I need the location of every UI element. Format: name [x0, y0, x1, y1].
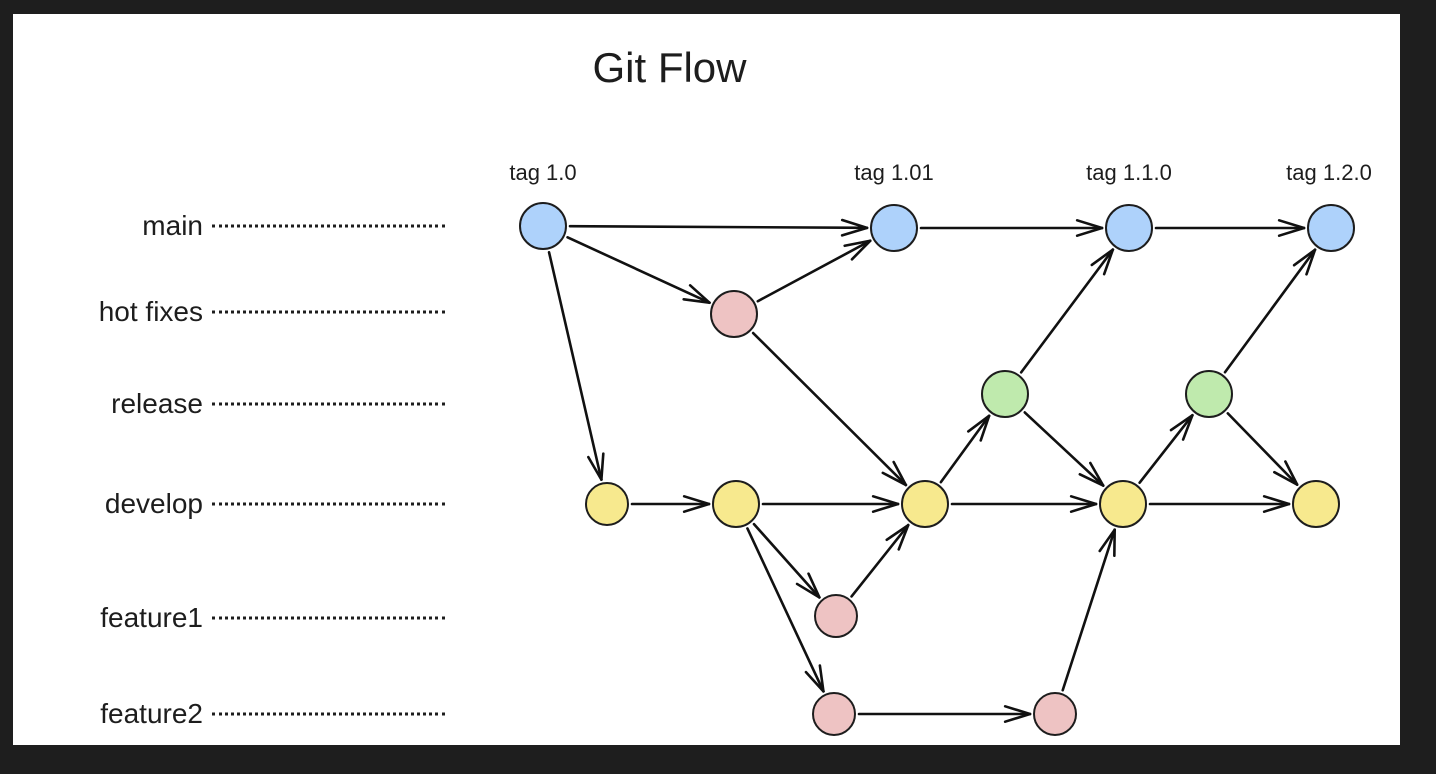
lane-dotted-line-hotfixes [212, 310, 445, 314]
tag-label-tag-1-1-0: tag 1.1.0 [1086, 160, 1172, 185]
lane-label-feature2: feature2 [100, 698, 203, 729]
edge-e-release2-main4 [1223, 248, 1317, 374]
commit-node-develop-5[interactable] [1292, 480, 1340, 528]
edge-e-feature2a-feature2b [857, 705, 1032, 723]
commit-node-develop-1[interactable] [585, 482, 629, 526]
tag-label-tag-1-2-0: tag 1.2.0 [1286, 160, 1372, 185]
edge-e-hotfix1-main2 [756, 239, 872, 303]
commit-node-main-2[interactable] [870, 204, 918, 252]
lane-dotted-line-develop [212, 502, 445, 506]
commit-node-feature2-1[interactable] [812, 692, 856, 736]
edge-e-main2-main3 [919, 219, 1104, 237]
edge-e-hotfix1-develop3 [751, 331, 908, 487]
commit-node-main-1[interactable] [519, 202, 567, 250]
commit-node-main-3[interactable] [1105, 204, 1153, 252]
commit-node-release-1[interactable] [981, 370, 1029, 418]
commit-node-feature1-1[interactable] [814, 594, 858, 638]
edge-e-main1-hotfix1 [566, 235, 711, 305]
commit-node-main-4[interactable] [1307, 204, 1355, 252]
diagram-canvas: Git Flow main hot fixes release develop feat… [13, 14, 1400, 745]
lane-dotted-line-release [212, 402, 445, 406]
edge-e-develop4-develop5 [1148, 495, 1291, 513]
edge-e-develop3-release1 [939, 414, 991, 484]
edge-e-release2-develop5 [1226, 412, 1299, 486]
edge-e-main1-main2 [568, 218, 869, 237]
page-title: Git Flow [592, 44, 747, 91]
commit-node-hotfix-1[interactable] [710, 290, 758, 338]
commit-node-develop-4[interactable] [1099, 480, 1147, 528]
lane-dotted-line-feature2 [212, 712, 445, 716]
tag-label-tag-1-01: tag 1.01 [854, 160, 934, 185]
tag-label-tag-1-0: tag 1.0 [509, 160, 577, 185]
edge-e-develop2-develop3 [761, 495, 900, 513]
edge-e-feature2b-develop4 [1061, 528, 1116, 692]
edge-e-develop3-develop4 [950, 495, 1098, 513]
commit-node-feature2-2[interactable] [1033, 692, 1077, 736]
lane-label-hotfixes: hot fixes [98, 296, 203, 327]
commit-node-develop-3[interactable] [901, 480, 949, 528]
lane-label-main: main [142, 210, 203, 241]
edge-e-feature1-develop3 [850, 523, 910, 598]
lane-dotted-line-main [212, 224, 445, 228]
lane-label-feature1: feature1 [100, 602, 203, 633]
lane-label-develop: develop [104, 488, 203, 519]
edge-e-release1-main3 [1019, 248, 1115, 374]
edge-e-develop1-develop2 [630, 495, 711, 513]
edge-e-main3-main4 [1154, 219, 1306, 237]
lane-dotted-line-feature1 [212, 616, 445, 620]
edge-e-develop4-release2 [1138, 413, 1194, 485]
commit-node-develop-2[interactable] [712, 480, 760, 528]
edge-e-develop2-feature1 [752, 522, 821, 599]
edge-e-release1-develop4 [1023, 411, 1105, 487]
edge-e-develop2-feature2 [746, 527, 825, 693]
commit-node-release-2[interactable] [1185, 370, 1233, 418]
lane-label-release: release [111, 388, 203, 419]
edge-e-main1-develop1 [547, 251, 605, 481]
